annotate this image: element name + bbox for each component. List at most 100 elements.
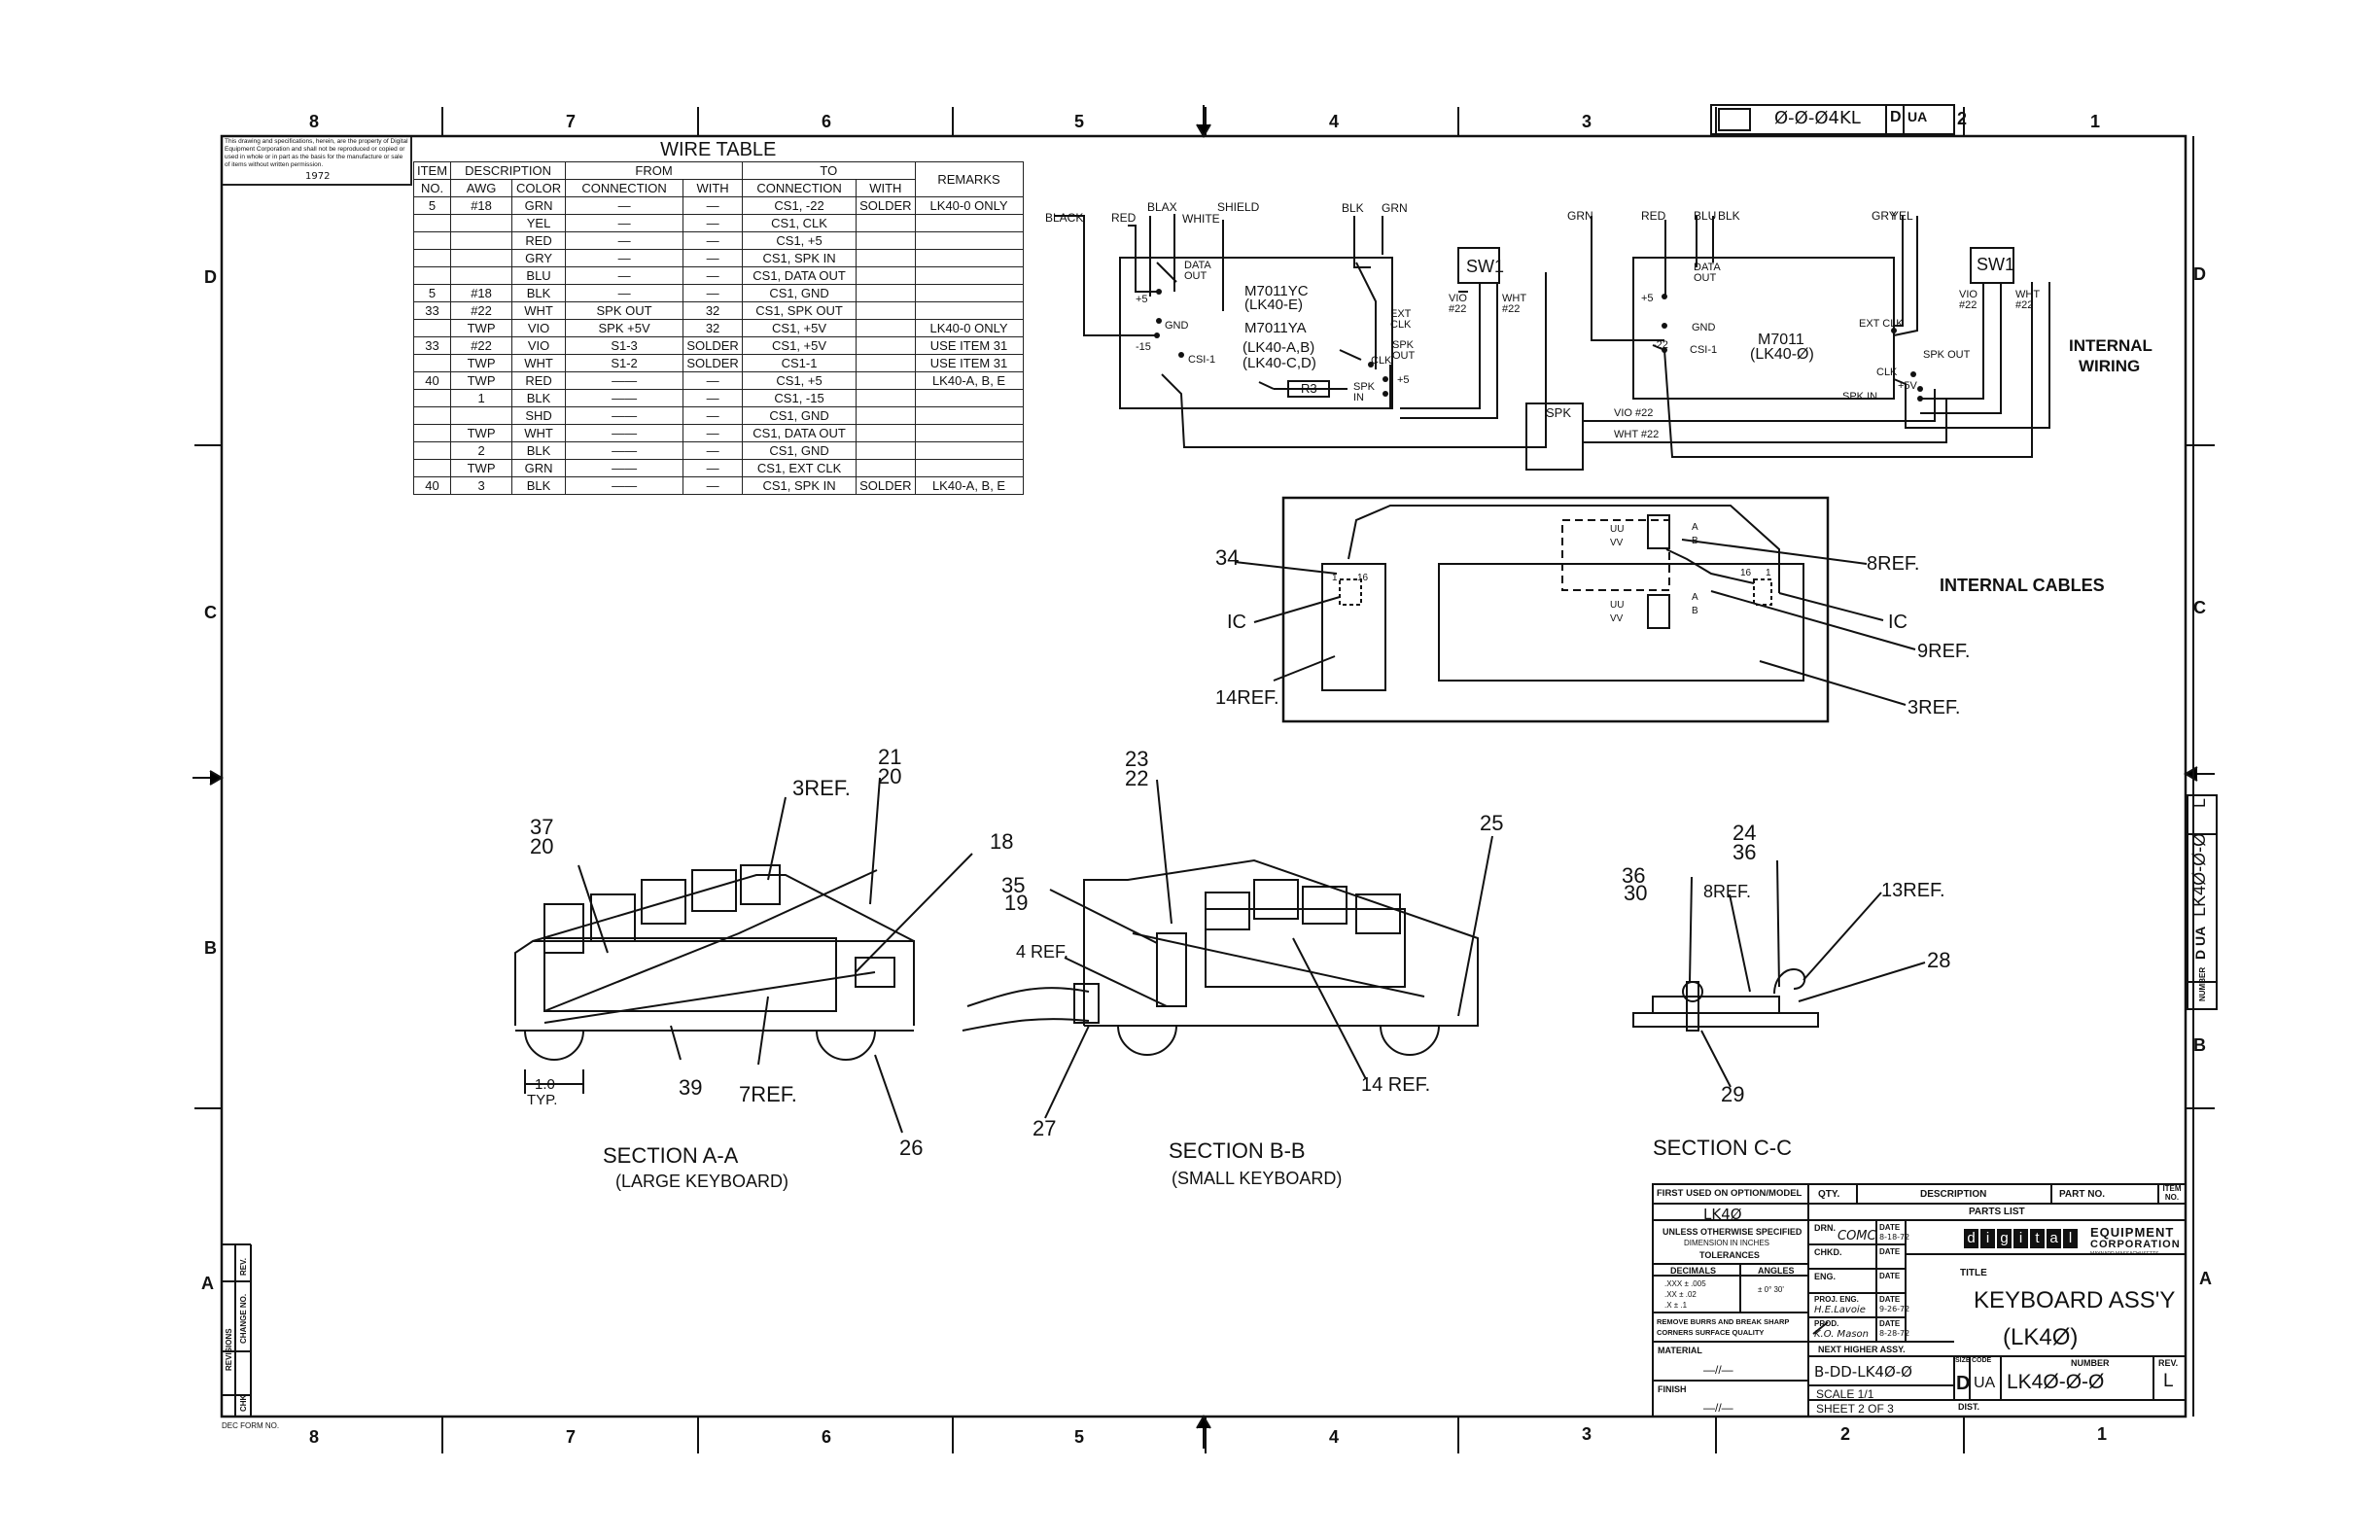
tb-unless-1: UNLESS OTHERWISE SPECIFIED (1662, 1227, 1802, 1237)
tb-item-no: ITEM NO. (2162, 1184, 2182, 1202)
sc-callout-36a: 36 (1732, 840, 1757, 864)
tb-tol-3: .X ± .1 (1664, 1301, 1688, 1310)
sb-callout-23: 23 (1125, 747, 1149, 771)
tb-next-higher-value: B-DD-LK4Ø-Ø (1814, 1363, 1912, 1381)
logo-letter: a (2047, 1229, 2061, 1248)
sb-callout-14ref: 14 REF. (1361, 1074, 1431, 1096)
rev-strip-chk: CHK (239, 1394, 248, 1412)
zone-top-8: 8 (309, 112, 320, 131)
tb-first-used-value: LK4Ø (1703, 1206, 1742, 1223)
tb-prod: PROD. (1814, 1319, 1839, 1328)
tb-size: D (1956, 1373, 1971, 1394)
wr-speaker: SPK (1546, 405, 1572, 420)
wire-table: WIRE TABLE ITEM DESCRIPTION FROM TO REMA… (412, 139, 1024, 495)
wt-cell-color: BLU (511, 266, 567, 285)
wl-blk: BLK (1342, 201, 1364, 215)
sa-callout-18: 18 (990, 829, 1014, 854)
zone-right-b: B (2193, 1035, 2206, 1055)
zone-top-6: 6 (822, 112, 832, 131)
header-pin-1b: 1 (1766, 568, 1771, 578)
tb-angle-tol: ± 0° 30' (1758, 1285, 1784, 1294)
sa-callout-3ref: 3REF. (792, 776, 851, 800)
wr-speaker-wht: WHT #22 (1614, 429, 1660, 440)
tb-burrs: REMOVE BURRS AND BREAK SHARP CORNERS SUR… (1657, 1317, 1790, 1337)
wt-cell-to-connection: CS1, DATA OUT (742, 424, 858, 442)
cable-callout-ic-right: IC (1888, 612, 1908, 633)
wt-cell-remarks: USE ITEM 31 (914, 354, 1024, 372)
tb-parts-list: PARTS LIST (1969, 1207, 2025, 1217)
section-a-a-subtitle: (LARGE KEYBOARD) (615, 1172, 789, 1191)
wt-header-remarks: REMARKS (914, 161, 1024, 197)
rev-strip-change-no: CHANGE NO. (239, 1293, 248, 1344)
wr-module-2: (LK40-Ø) (1750, 346, 1814, 363)
wt-cell-item-no: 40 (412, 476, 452, 495)
zone-bottom-5: 5 (1074, 1427, 1085, 1447)
sa-callout-37: 37 (530, 815, 554, 839)
wt-header-from-connection: CONNECTION (565, 179, 684, 197)
conn-pin-vv-2: VV (1610, 613, 1624, 624)
wl-pin-plus5b: +5 (1397, 374, 1410, 386)
top-size: D (1890, 109, 1902, 125)
wl-module-5: (LK40-C,D) (1242, 355, 1316, 371)
wt-cell-from-connection: S1-3 (565, 336, 684, 355)
zone-left-d: D (204, 267, 217, 287)
zone-bottom-6: 6 (822, 1427, 832, 1447)
internal-wiring-label-2: WIRING (2079, 357, 2141, 375)
tb-rev-label: REV. (2158, 1358, 2179, 1368)
tb-angles: ANGLES (1758, 1266, 1795, 1276)
wt-header-color: COLOR (511, 179, 567, 197)
tb-company-1: EQUIPMENT (2090, 1225, 2175, 1240)
tb-next-higher: NEXT HIGHER ASSY. (1818, 1345, 1906, 1354)
zone-bottom-7: 7 (566, 1427, 577, 1447)
tb-sheet: SHEET 2 OF 3 (1816, 1402, 1894, 1416)
tb-code: UA (1974, 1375, 1996, 1391)
zone-bottom-1: 1 (2097, 1424, 2108, 1444)
wt-header-item: ITEM (412, 161, 452, 180)
wl-red: RED (1111, 211, 1137, 225)
side-rev: L (2189, 797, 2209, 808)
wt-cell-remarks: LK40-0 ONLY (914, 196, 1024, 215)
wt-cell-from-connection: —— (565, 406, 684, 425)
zone-bottom-2: 2 (1840, 1424, 1851, 1444)
wt-cell-to-connection: CS1, SPK IN (742, 476, 858, 495)
section-a-a-title: SECTION A-A (603, 1143, 739, 1168)
tb-first-used-label: FIRST USED ON OPTION/MODEL (1657, 1188, 1802, 1199)
wt-cell-color: GRN (511, 459, 567, 477)
sa-callout-39: 39 (679, 1075, 703, 1100)
header-pin-16a: 16 (1357, 573, 1369, 583)
wl-shield: SHIELD (1217, 200, 1260, 214)
tb-part-no: PART NO. (2059, 1189, 2106, 1200)
internal-wiring-label-1: INTERNAL (2069, 336, 2152, 355)
top-code: UA (1908, 109, 1928, 124)
tb-proj-sig: H.E.Lavoie (1814, 1305, 1866, 1315)
logo-letter: t (2030, 1229, 2045, 1248)
wl-blax: BLAX (1147, 200, 1177, 214)
wt-cell-remarks: LK40-A, B, E (914, 371, 1024, 390)
table-row: YEL——CS1, CLK (412, 214, 1024, 232)
tb-scale: SCALE 1/1 (1816, 1387, 1874, 1401)
tb-drn: DRN. (1814, 1223, 1836, 1233)
wt-cell-remarks: LK40-A, B, E (914, 476, 1024, 495)
logo-letter: i (2013, 1229, 2028, 1248)
tb-decimals: DECIMALS (1670, 1266, 1716, 1276)
wr-gry: GRY (1872, 209, 1897, 223)
sa-callout-20a: 20 (530, 834, 554, 858)
wt-cell-to-with: SOLDER (856, 196, 916, 215)
wl-pin-spk-in: SPK IN (1353, 381, 1376, 403)
wr-grn: GRN (1567, 209, 1593, 223)
wl-pin-csi1: CSI-1 (1188, 354, 1216, 366)
wr-switch-vio: VIO #22 (1959, 289, 1978, 311)
sa-callout-21: 21 (878, 745, 902, 769)
cable-callout-3ref: 3REF. (1908, 697, 1961, 718)
tb-title-line-1: KEYBOARD ASS'Y (1974, 1287, 2176, 1313)
wr-pin-data-out: DATA OUT (1694, 262, 1721, 284)
wr-pin-spk-out: SPK OUT (1923, 349, 1971, 361)
side-number-label: NUMBER (2198, 966, 2207, 1001)
